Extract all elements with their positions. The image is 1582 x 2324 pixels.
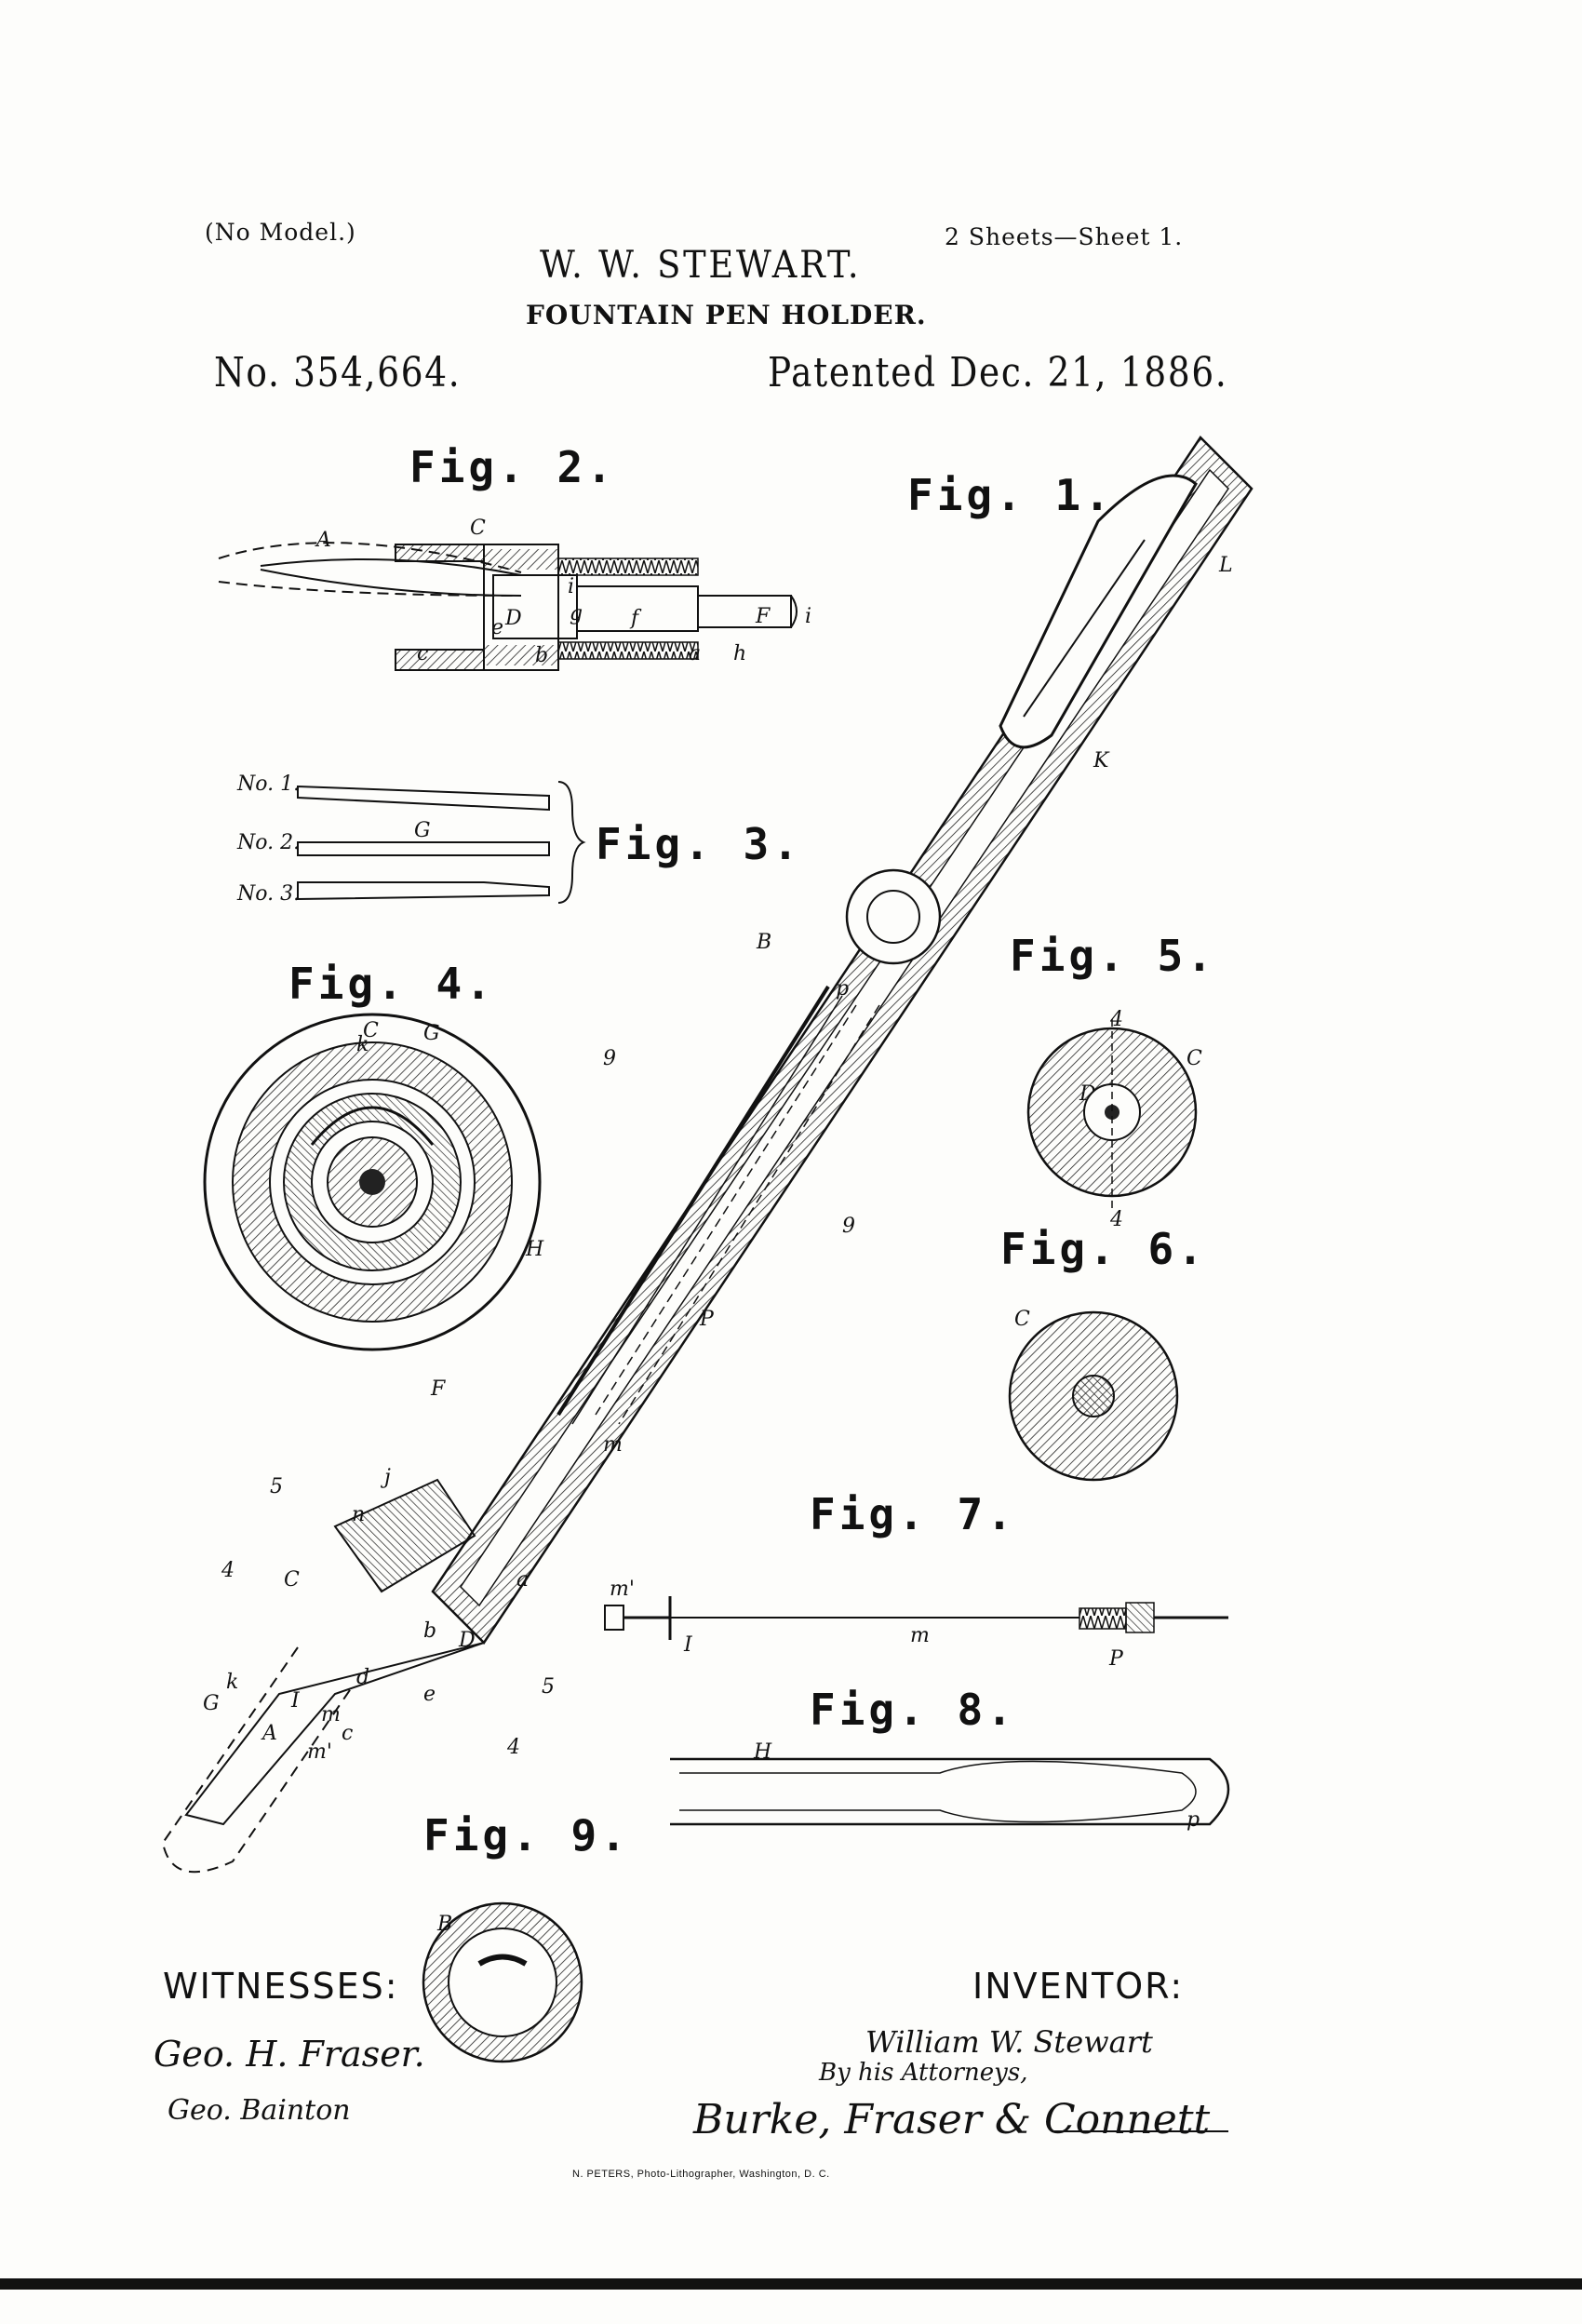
ref-e-fig2: e — [491, 616, 504, 639]
fig1-caption: Fig. 1. — [907, 470, 1114, 520]
ref-p-fig8: p — [1186, 1808, 1200, 1832]
ref-9b: 9 — [842, 1215, 855, 1238]
fig3-no3: No. 3. — [237, 882, 301, 906]
ref-I-fig1: I — [291, 1689, 300, 1713]
fig2-drawing — [218, 542, 798, 671]
ref-F-fig1: F — [431, 1377, 446, 1401]
fig5-caption: Fig. 5. — [1010, 931, 1216, 981]
inventor-heading: INVENTOR: — [972, 1966, 1185, 2007]
ref-C-fig6: C — [1014, 1308, 1030, 1331]
fig4-drawing — [203, 1013, 542, 1351]
ref-C-fig2: C — [470, 517, 486, 540]
ref-mprime-fig1: m' — [307, 1740, 332, 1764]
ref-K-fig1: K — [1093, 749, 1109, 772]
ref-B-fig1: B — [757, 931, 772, 954]
ref-A-fig1: A — [262, 1722, 277, 1745]
fig3-no2: No. 2. — [237, 831, 301, 854]
ref-e-fig1: e — [423, 1683, 436, 1706]
fig6-drawing — [1008, 1310, 1179, 1482]
fig9-caption: Fig. 9. — [423, 1810, 630, 1861]
ref-k-fig1: k — [226, 1671, 239, 1694]
patent-title: FOUNTAIN PEN HOLDER. — [526, 300, 927, 330]
ref-m-fig7: m — [910, 1624, 930, 1647]
ref-i-fig2: i — [568, 575, 575, 598]
ref-C-fig1: C — [284, 1568, 300, 1592]
by-attorneys-line: By his Attorneys, — [819, 2059, 1028, 2087]
fig5-drawing — [1026, 1019, 1198, 1210]
ref-b-fig1: b — [423, 1619, 437, 1643]
fig9-drawing — [422, 1901, 583, 2063]
fig8-drawing — [670, 1757, 1230, 1826]
ref-I-fig7: I — [684, 1633, 692, 1657]
ref-h-fig2: h — [733, 642, 747, 665]
ref-mprime-fig7: m' — [610, 1578, 635, 1601]
fig8-caption: Fig. 8. — [810, 1685, 1016, 1735]
ref-4a: 4 — [221, 1559, 235, 1582]
ref-C-fig5: C — [1186, 1047, 1202, 1070]
fig4-caption: Fig. 4. — [288, 959, 495, 1009]
fig1-drawing — [161, 436, 1254, 1874]
ref-L-fig1: L — [1219, 554, 1233, 577]
ref-H-fig1: H — [526, 1238, 544, 1261]
ref-G-fig3: G — [414, 819, 431, 842]
fig7-caption: Fig. 7. — [810, 1489, 1016, 1539]
ref-4b: 4 — [507, 1736, 520, 1759]
fig2-caption: Fig. 2. — [409, 442, 616, 492]
ref-G-fig1: G — [203, 1692, 220, 1715]
ref-A-fig2: A — [316, 529, 331, 552]
inventor-name-header: W. W. STEWART. — [540, 244, 862, 287]
ref-D-fig2: D — [505, 607, 522, 630]
fig6-caption: Fig. 6. — [1000, 1224, 1207, 1274]
fig3-caption: Fig. 3. — [596, 819, 802, 869]
ref-i2-fig2: i — [805, 605, 812, 628]
ref-m-fig1b: m — [321, 1703, 341, 1726]
ref-P-fig7: P — [1109, 1647, 1123, 1671]
fig7-drawing — [604, 1596, 1228, 1640]
patent-date: Patented Dec. 21, 1886. — [768, 349, 1228, 396]
ref-C-fig4: C — [363, 1019, 379, 1042]
patent-number: No. 354,664. — [214, 349, 462, 396]
ref-5b: 5 — [542, 1675, 555, 1699]
inventor-signature: William W. Stewart — [865, 2024, 1153, 2060]
ref-9a: 9 — [603, 1047, 616, 1070]
lithographer-footer: N. PETERS, Photo-Lithographer, Washingto… — [572, 2169, 830, 2180]
fig3-drawing — [297, 781, 586, 904]
fig3-no1: No. 1. — [237, 772, 301, 796]
no-model-note: (No Model.) — [205, 219, 356, 246]
ref-4-fig5-top: 4 — [1110, 1008, 1123, 1031]
ref-f-fig2: f — [631, 607, 639, 630]
ref-F-fig2: F — [756, 605, 771, 628]
witnesses-heading: WITNESSES: — [163, 1966, 399, 2007]
ref-4-fig5-bot: 4 — [1110, 1208, 1123, 1231]
witness-signature-2: Geo. Bainton — [168, 2094, 351, 2127]
witness-signature-1: Geo. H. Fraser. — [154, 2034, 425, 2075]
ref-5a: 5 — [270, 1475, 283, 1498]
ref-j-fig1: j — [384, 1466, 391, 1489]
ref-c-fig1: c — [342, 1722, 354, 1745]
sheet-count: 2 Sheets—Sheet 1. — [945, 223, 1184, 250]
attorneys-signature: Burke, Fraser & Connett — [693, 2096, 1211, 2143]
